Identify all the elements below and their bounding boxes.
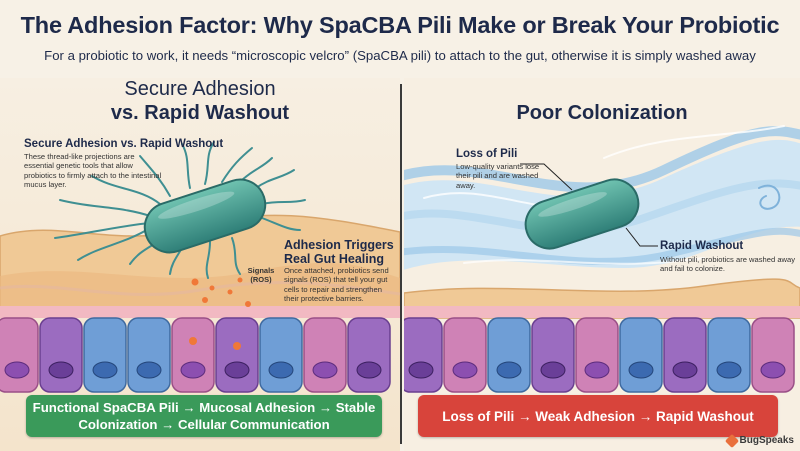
epithelial-cells	[0, 317, 391, 393]
left-heading-line2: vs. Rapid Washout	[110, 102, 290, 124]
healing-title: Adhesion Triggers Real Gut Healing	[284, 238, 394, 266]
washout-leader-line	[625, 227, 658, 247]
page-title: The Adhesion Factor: Why SpaCBA Pili Mak…	[20, 12, 780, 38]
adhesion-callout-body: These thread-like projections are essent…	[24, 152, 162, 190]
left-illustration	[0, 78, 400, 451]
rapid-washout-title: Rapid Washout	[660, 240, 744, 252]
panel-divider	[400, 84, 402, 444]
right-panel: Poor Colonization Loss of Pili Low-quali…	[404, 78, 800, 451]
rapid-washout-body: Without pili, probiotics are washed away…	[660, 255, 796, 274]
healing-body: Once attached, probiotics send signals (…	[284, 266, 389, 304]
right-summary-banner: Loss of Pili → Weak Adhesion → Rapid Was…	[418, 395, 778, 437]
pili-strands	[54, 141, 306, 279]
epithelial-cells-right	[404, 317, 795, 393]
left-panel: Secure Adhesion vs. Rapid Washout Secure…	[0, 78, 400, 451]
bacterium-attached	[143, 178, 267, 254]
ros-signals	[191, 277, 251, 307]
right-heading: Poor Colonization	[516, 102, 688, 124]
signals-label: Signals (ROS)	[247, 266, 275, 284]
left-heading-line1: Secure Adhesion	[124, 78, 276, 100]
loss-of-pili-body: Low-quality variants lose their pili and…	[456, 162, 540, 190]
left-summary-banner: Functional SpaCBA Pili → Mucosal Adhesio…	[26, 395, 382, 437]
right-illustration	[404, 78, 800, 451]
page-subtitle: For a probiotic to work, it needs “micro…	[44, 48, 756, 63]
bacterium-washed	[524, 178, 640, 250]
loss-of-pili-title: Loss of Pili	[456, 148, 518, 160]
loss-leader-line	[520, 163, 573, 191]
brand-logo: BugSpeaks	[724, 433, 794, 448]
logo-text: BugSpeaks	[739, 435, 794, 446]
logo-icon	[724, 433, 739, 448]
adhesion-callout-title: Secure Adhesion vs. Rapid Washout	[24, 138, 224, 150]
